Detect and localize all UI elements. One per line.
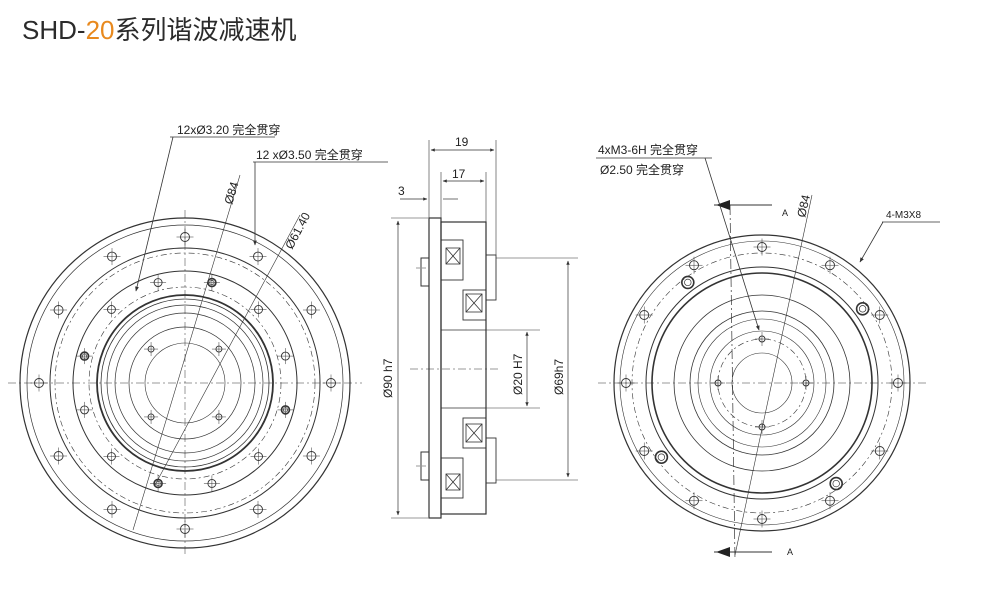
bolt-hole bbox=[855, 302, 870, 316]
rear-view-rings bbox=[598, 234, 926, 532]
front-view-holes bbox=[30, 228, 340, 538]
section-label-top: A bbox=[782, 208, 788, 218]
leader-threads-line bbox=[704, 157, 760, 331]
bolt-hole-inner bbox=[858, 305, 867, 313]
dim-spigot: Ø69h7 bbox=[552, 359, 566, 395]
section-line-a bbox=[729, 204, 736, 561]
leader-holes-a-line bbox=[135, 136, 174, 292]
side-flange bbox=[428, 217, 442, 519]
side-body bbox=[440, 221, 487, 515]
page-title: SHD-20系列谐波减速机 bbox=[22, 10, 297, 47]
front-view-rings bbox=[8, 210, 362, 556]
dim-pcd-outer: Ø84 bbox=[221, 180, 241, 206]
callout-threads-b: Ø2.50 完全贯穿 bbox=[600, 162, 684, 177]
bolt-hole bbox=[654, 450, 669, 464]
title-suffix: 系列谐波减速机 bbox=[114, 15, 297, 45]
side-section-view bbox=[391, 140, 578, 519]
callout-m3x8: 4-M3X8 bbox=[886, 210, 921, 221]
rear-view-holes bbox=[617, 238, 907, 528]
rear-view bbox=[596, 157, 940, 561]
dim-line-pcd-inner bbox=[154, 214, 301, 486]
bolt-hole-inner bbox=[832, 479, 840, 488]
side-boss-top bbox=[420, 257, 430, 287]
side-boss-bottom bbox=[420, 451, 430, 481]
dim-total-width: 19 bbox=[455, 135, 469, 149]
bolt-hole-inner bbox=[684, 278, 692, 287]
dim-line-pcd-outer bbox=[132, 174, 241, 531]
callout-holes-a: 12xØ3.20 完全贯穿 bbox=[177, 122, 280, 137]
bolt-hole-inner bbox=[657, 453, 666, 461]
title-prefix: SHD- bbox=[22, 15, 86, 45]
title-model-number: 20 bbox=[85, 15, 115, 45]
callout-threads-a: 4xM3-6H 完全贯穿 bbox=[598, 142, 698, 157]
leader-m3x8-line bbox=[859, 221, 884, 263]
dim-outer-dia: Ø90 h7 bbox=[381, 358, 395, 398]
callout-holes-b: 12 xØ3.50 完全贯穿 bbox=[256, 147, 363, 162]
dim-body-width: 17 bbox=[452, 167, 466, 181]
dim-rear-pcd: Ø84 bbox=[794, 193, 813, 219]
dim-bore: Ø20 H7 bbox=[511, 353, 525, 395]
dim-pcd-inner: Ø61.40 bbox=[282, 210, 313, 252]
dim-flange: 3 bbox=[398, 184, 405, 198]
dim-line-rear-pcd bbox=[734, 194, 813, 556]
front-view bbox=[8, 136, 388, 556]
section-label-bottom: A bbox=[787, 547, 793, 557]
bolt-hole bbox=[681, 275, 695, 290]
bolt-hole bbox=[829, 476, 843, 491]
